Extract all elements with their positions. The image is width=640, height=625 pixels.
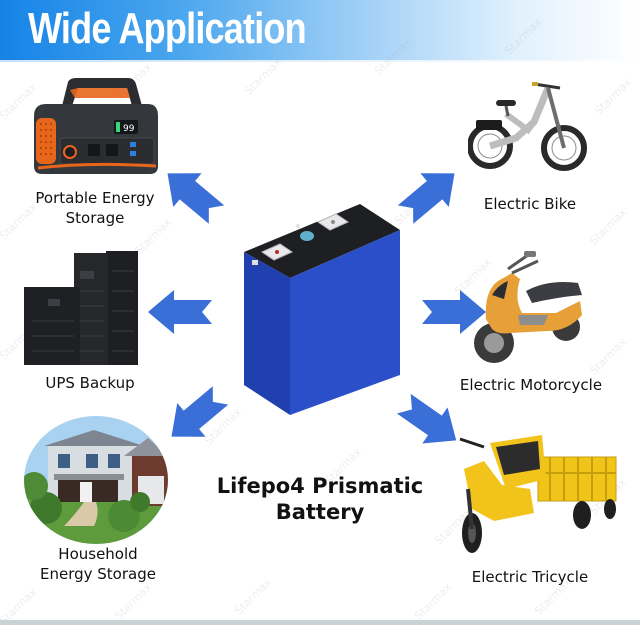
- label-line-1: Electric Motorcycle: [459, 376, 603, 394]
- application-label: Household Energy Storage: [0, 544, 196, 584]
- arrow-up-right-icon: [391, 157, 468, 232]
- arrow-down-left-icon: [157, 379, 234, 454]
- svg-text:99: 99: [123, 124, 135, 134]
- lifepo4-battery-cell-image: [244, 204, 400, 415]
- arrow-right-icon: [422, 290, 486, 334]
- application-label: Electric Tricycle: [456, 567, 604, 587]
- page-title: Wide Application: [28, 4, 307, 53]
- bottom-border: [0, 620, 640, 625]
- application-label: Portable Energy Storage: [0, 188, 190, 228]
- application-household-energy-storage: Household Energy Storage: [0, 410, 200, 590]
- label-line-1: Electric Bike: [483, 195, 577, 213]
- application-electric-bike: Electric Bike: [440, 70, 640, 220]
- header-banner: Wide Application: [0, 0, 640, 60]
- electric-tricycle-icon: [459, 435, 617, 553]
- arrow-left-icon: [148, 290, 212, 334]
- application-label: UPS Backup: [0, 373, 180, 393]
- application-electric-motorcycle: Electric Motorcycle: [440, 245, 640, 395]
- electric-scooter-icon: [474, 251, 582, 363]
- label-line-2: Storage: [65, 209, 125, 227]
- application-portable-energy-storage: 99 Portable Energy Storage: [0, 70, 200, 230]
- label-line-2: Energy Storage: [40, 565, 156, 583]
- label-line-1: Household: [58, 545, 138, 563]
- label-line-1: Portable Energy: [35, 189, 155, 207]
- application-label: Electric Motorcycle: [456, 375, 606, 395]
- portable-power-station-icon: 99: [34, 78, 158, 174]
- arrow-up-left-icon: [153, 157, 230, 232]
- product-title: Lifepo4 Prismatic Battery: [195, 473, 445, 525]
- house-icon: [24, 416, 168, 544]
- application-electric-tricycle: Electric Tricycle: [440, 425, 640, 595]
- ups-cabinet-icon: [24, 251, 138, 365]
- label-line-1: UPS Backup: [45, 374, 135, 392]
- watermark-text: Starmax: [232, 575, 275, 618]
- header-divider: [0, 60, 640, 62]
- product-title-line-2: Battery: [275, 500, 365, 524]
- application-ups-backup: UPS Backup: [0, 245, 200, 395]
- application-label: Electric Bike: [480, 194, 580, 214]
- product-title-line-1: Lifepo4 Prismatic: [216, 474, 424, 498]
- label-line-1: Electric Tricycle: [471, 568, 589, 586]
- arrow-down-right-icon: [391, 386, 469, 459]
- electric-bike-icon: [468, 82, 587, 171]
